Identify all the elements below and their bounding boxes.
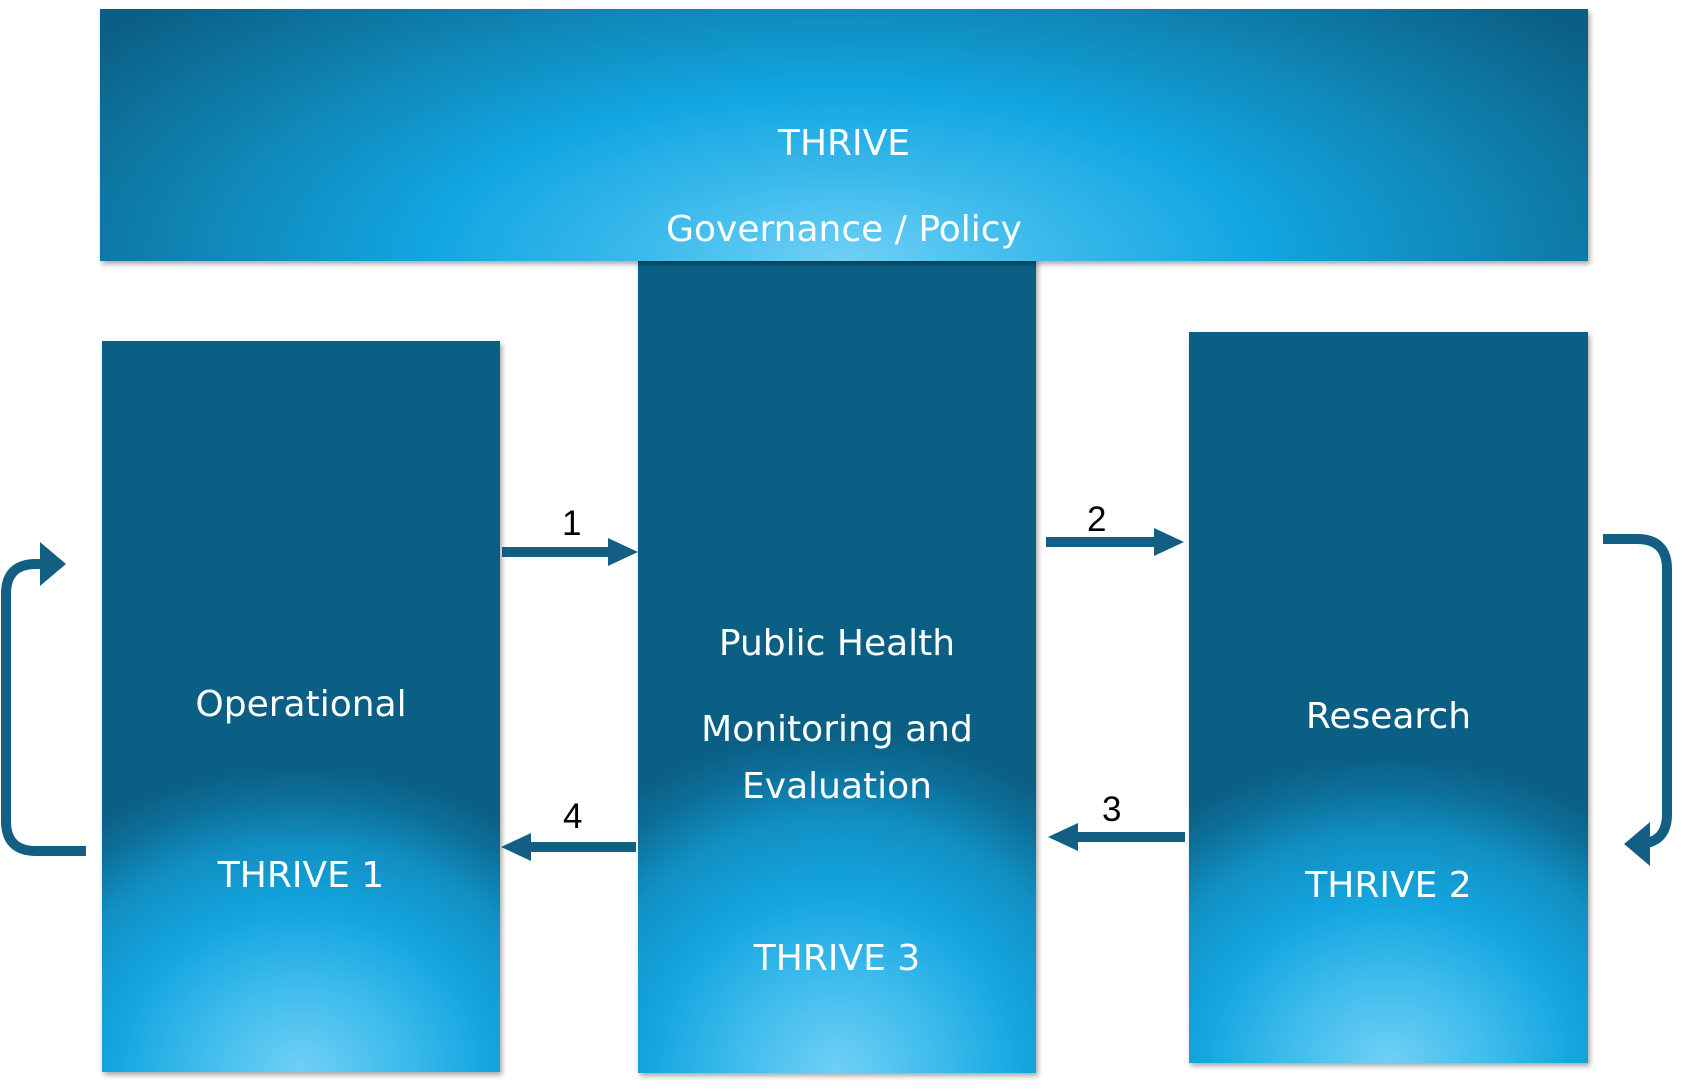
flow-label-1: 1 [562, 504, 582, 543]
arrow-4-head [501, 833, 531, 861]
public-health-line-2: Monitoring and [701, 709, 973, 750]
flow-label-3: 3 [1102, 790, 1122, 829]
arrow-1-head [608, 538, 638, 566]
operational-label: Operational [195, 684, 407, 725]
left-loop-arrow-head [40, 542, 66, 586]
public-health-line-1: Public Health [718, 623, 956, 664]
flow-label-2: 2 [1087, 500, 1107, 539]
right-loop-arrow-head [1624, 822, 1650, 866]
arrow-3-head [1048, 823, 1078, 851]
governance-policy-box: THRIVE Governance / Policy [100, 9, 1588, 261]
right-loop-arrow [1603, 534, 1672, 849]
thrive-3-label: THRIVE 3 [753, 938, 921, 979]
arrow-2-head [1154, 528, 1184, 556]
governance-subtitle: Governance / Policy [666, 209, 1022, 250]
thrive-1-label: THRIVE 1 [217, 855, 385, 896]
public-health-line-3: Evaluation [742, 766, 932, 807]
public-health-box: Public Health Monitoring and Evaluation … [638, 258, 1036, 1073]
research-box: Research THRIVE 2 [1189, 332, 1588, 1063]
operational-box: Operational THRIVE 1 [102, 341, 500, 1072]
left-loop-arrow [1, 559, 86, 856]
thrive-2-label: THRIVE 2 [1305, 865, 1472, 906]
research-label: Research [1305, 696, 1472, 737]
governance-title: THRIVE [777, 123, 911, 164]
flow-label-4: 4 [563, 797, 583, 836]
